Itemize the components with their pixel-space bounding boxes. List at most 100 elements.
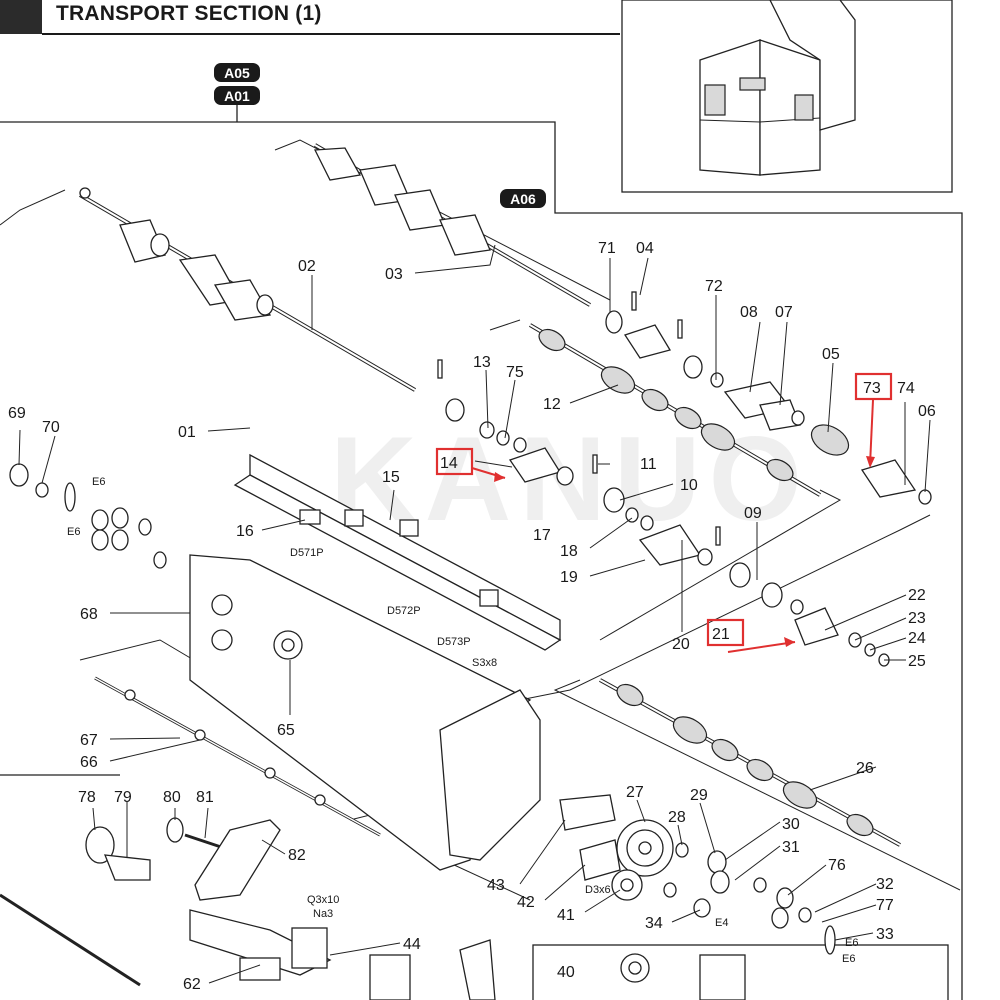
shaft-03: [313, 143, 592, 307]
label-68: 68: [80, 606, 98, 623]
label-08: 08: [740, 304, 758, 321]
highlight-markers: [435, 372, 893, 653]
label-73: 73: [863, 380, 881, 397]
label-29: 29: [690, 787, 708, 804]
label-20: 20: [672, 636, 690, 653]
svg-text:Na3: Na3: [313, 908, 333, 920]
label-15: 15: [382, 469, 400, 486]
label-82: 82: [288, 847, 306, 864]
highlight-box-73: [854, 372, 893, 401]
label-71: 71: [598, 240, 616, 257]
small-annotations: E6 E6 E6 E6 E4 D571P D572P D573P S3x8 D3…: [67, 476, 858, 965]
small-parts: [0, 291, 932, 1000]
label-30: 30: [782, 816, 800, 833]
shaft-66-67: [94, 676, 381, 837]
label-34: 34: [645, 915, 663, 932]
svg-text:D573P: D573P: [437, 636, 471, 648]
label-23: 23: [908, 610, 926, 627]
label-66: 66: [80, 754, 98, 771]
label-06: 06: [918, 403, 936, 420]
label-80: 80: [163, 789, 181, 806]
label-43: 43: [487, 877, 505, 894]
label-13: 13: [473, 354, 491, 371]
label-22: 22: [908, 587, 926, 604]
gear-41: [611, 869, 643, 901]
gear-27: [616, 819, 674, 877]
label-10: 10: [680, 477, 698, 494]
svg-text:E6: E6: [845, 937, 858, 949]
shaft-26: [599, 678, 901, 847]
label-40: 40: [557, 964, 575, 981]
label-69: 69: [8, 405, 26, 422]
svg-text:D571P: D571P: [290, 547, 324, 559]
label-65: 65: [277, 722, 295, 739]
svg-text:S3x8: S3x8: [472, 657, 497, 669]
label-21: 21: [712, 626, 730, 643]
leader-lines: [18, 244, 931, 984]
label-18: 18: [560, 543, 578, 560]
label-77: 77: [876, 897, 894, 914]
label-12: 12: [543, 396, 561, 413]
svg-text:A05: A05: [224, 65, 250, 81]
label-33: 33: [876, 926, 894, 943]
title-block: [0, 0, 42, 34]
highlight-arrow-73: [869, 399, 874, 466]
label-28: 28: [668, 809, 686, 826]
shaft-02: [78, 187, 417, 392]
highlight-box-21: [706, 618, 745, 647]
svg-text:A01: A01: [224, 88, 250, 104]
label-41: 41: [557, 907, 575, 924]
gear-40: [620, 953, 650, 983]
machine-thumbnail: [621, 0, 953, 193]
label-11: 11: [640, 456, 657, 473]
svg-text:D572P: D572P: [387, 605, 421, 617]
label-75: 75: [506, 364, 524, 381]
label-07: 07: [775, 304, 793, 321]
label-81: 81: [196, 789, 214, 806]
label-19: 19: [560, 569, 578, 586]
label-78: 78: [78, 789, 96, 806]
label-27: 27: [626, 784, 644, 801]
svg-text:A06: A06: [510, 191, 536, 207]
highlight-box-14: [435, 447, 474, 476]
tag-a01: A01: [214, 86, 260, 105]
label-25: 25: [908, 653, 926, 670]
label-02: 02: [298, 258, 316, 275]
label-74: 74: [897, 380, 915, 397]
label-76: 76: [828, 857, 846, 874]
label-79: 79: [114, 789, 132, 806]
side-frame-68: [189, 554, 541, 871]
bracket-15: [233, 453, 562, 651]
label-24: 24: [908, 630, 926, 647]
highlight-arrow-21: [727, 641, 796, 653]
title-rule: [42, 33, 620, 35]
svg-text:E4: E4: [715, 917, 728, 929]
label-17: 17: [533, 527, 551, 544]
label-67: 67: [80, 732, 98, 749]
label-05: 05: [822, 346, 840, 363]
label-16: 16: [236, 523, 254, 540]
label-31: 31: [782, 839, 800, 856]
tag-a05: A05: [214, 63, 260, 82]
label-72: 72: [705, 278, 723, 295]
svg-text:Q3x10: Q3x10: [307, 894, 339, 906]
label-32: 32: [876, 876, 894, 893]
label-42: 42: [517, 894, 535, 911]
tag-a06: A06: [500, 189, 546, 208]
svg-text:E6: E6: [842, 953, 855, 965]
label-70: 70: [42, 419, 60, 436]
label-04: 04: [636, 240, 654, 257]
frame-lines: [0, 104, 963, 1000]
label-09: 09: [744, 505, 762, 522]
part-labels: 01 02 03 04 05 06 07 08 09 10 11 12 13 1…: [8, 240, 936, 993]
guide-lines: [0, 139, 961, 901]
label-03: 03: [385, 266, 403, 283]
label-44: 44: [403, 936, 421, 953]
svg-text:E6: E6: [92, 476, 105, 488]
label-26: 26: [856, 760, 874, 777]
shaft-12: [528, 323, 822, 497]
page-title: TRANSPORT SECTION (1): [56, 2, 322, 25]
label-14: 14: [440, 455, 458, 472]
title-bar: TRANSPORT SECTION (1): [0, 0, 620, 35]
